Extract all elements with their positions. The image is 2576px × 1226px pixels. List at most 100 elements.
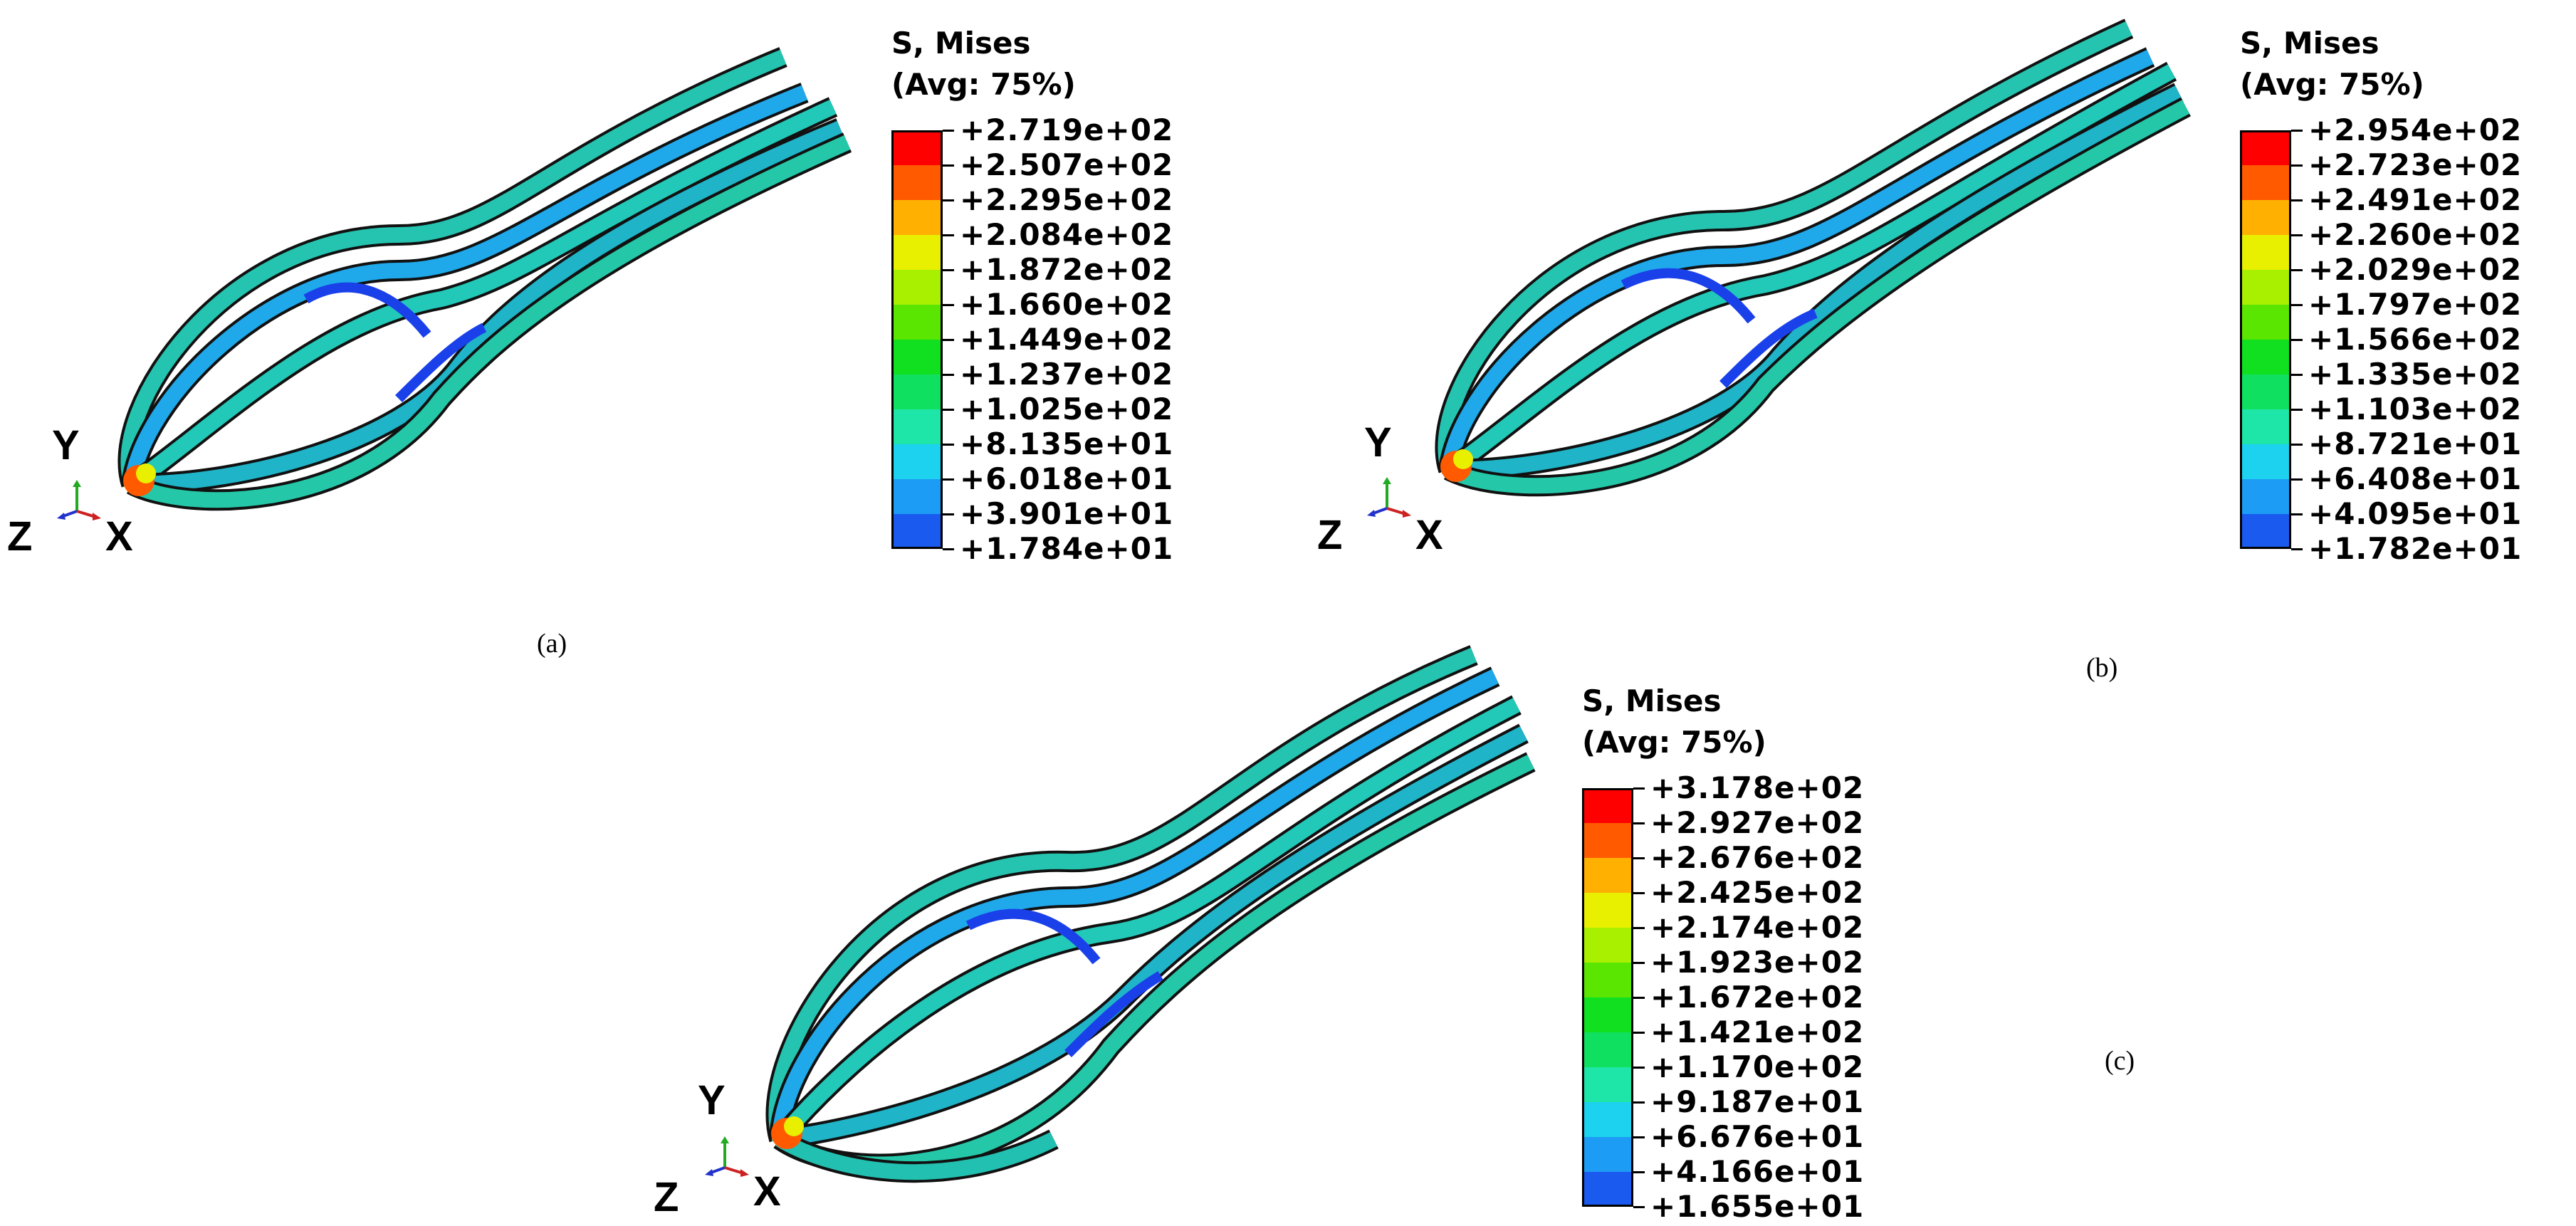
fem-model-a: [117, 47, 852, 511]
legend-tick: [2291, 164, 2303, 167]
legend-value-label: +1.923e+02: [1650, 944, 1865, 980]
fem-model-b: [1435, 19, 2192, 497]
triad-icon: [57, 480, 101, 520]
legend-subtitle: (Avg: 75%): [891, 67, 1076, 102]
axis-y-label: Y: [52, 422, 80, 468]
stress-legend-b: S, Mises (Avg: 75%) +2.954e+02+2.723e+02…: [2240, 23, 2576, 566]
legend-tick: [943, 199, 954, 201]
legend-value-label: +3.178e+02: [1650, 770, 1865, 805]
stress-legend-a: S, Mises (Avg: 75%) +2.719e+02+2.507e+02…: [891, 23, 1319, 566]
legend-value-label: +1.566e+02: [2308, 321, 2523, 357]
legend-value-label: +6.408e+01: [2308, 461, 2523, 496]
legend-tick: [2291, 547, 2303, 550]
legend-title: S, Mises: [2240, 26, 2379, 61]
model-strands-b: [1435, 19, 2192, 497]
legend-colorbar-frame: [2240, 130, 2291, 549]
legend-value-label: +1.784e+01: [960, 530, 1174, 566]
legend-tick: [2291, 443, 2303, 446]
legend-title: S, Mises: [1582, 683, 1722, 718]
legend-swatch: [891, 339, 943, 374]
legend-tick: [1633, 1031, 1645, 1034]
legend-tick: [1633, 1136, 1645, 1138]
legend-tick: [2291, 268, 2303, 271]
model-strands-a: [117, 47, 852, 511]
legend-value-label: +2.954e+02: [2308, 112, 2523, 147]
legend-tick: [2291, 234, 2303, 236]
model-strands-c: [765, 645, 1536, 1183]
legend-value-label: +6.676e+01: [1650, 1118, 1865, 1154]
legend-value-label: +4.095e+01: [2308, 496, 2523, 531]
fem-model-c: [765, 645, 1536, 1183]
legend-subtitle: (Avg: 75%): [1582, 725, 1766, 760]
legend-value-label: +6.018e+01: [960, 461, 1174, 496]
legend-tick: [943, 129, 954, 132]
legend-tick: [943, 338, 954, 341]
axis-x-label: X: [753, 1168, 781, 1215]
legend-tick: [943, 164, 954, 167]
legend-title: S, Mises: [891, 26, 1031, 61]
legend-swatch: [891, 130, 943, 165]
axis-x-label: X: [1415, 512, 1443, 558]
legend-tick: [1633, 996, 1645, 999]
legend-colorbar: +2.954e+02+2.723e+02+2.491e+02+2.260e+02…: [2240, 112, 2576, 566]
legend-value-label: +1.103e+02: [2308, 391, 2523, 426]
axis-y-label: Y: [1364, 419, 1392, 466]
triad-icon: [1367, 477, 1411, 518]
stress-legend-c: S, Mises (Avg: 75%) +3.178e+02+2.927e+02…: [1582, 681, 2009, 1224]
legend-value-label: +1.237e+02: [960, 356, 1174, 392]
legend-tick: [1633, 1170, 1645, 1173]
legend-tick: [943, 513, 954, 515]
legend-tick: [2291, 199, 2303, 201]
legend-tick: [2291, 338, 2303, 341]
legend-tick: [1633, 787, 1645, 790]
legend-tick: [2291, 478, 2303, 481]
legend-tick: [1633, 1066, 1645, 1069]
legend-value-label: +1.797e+02: [2308, 286, 2523, 322]
legend-tick: [943, 234, 954, 236]
legend-value-label: +2.723e+02: [2308, 147, 2523, 182]
legend-value-label: +2.084e+02: [960, 216, 1174, 252]
legend-value-label: +2.295e+02: [960, 182, 1174, 217]
legend-value-label: +1.421e+02: [1650, 1014, 1865, 1049]
legend-swatch: [891, 304, 943, 340]
caption-c: (c): [2105, 1046, 2135, 1076]
legend-tick: [943, 303, 954, 306]
legend-subtitle: (Avg: 75%): [2240, 67, 2424, 102]
legend-value-label: +2.029e+02: [2308, 251, 2523, 287]
legend-tick: [1633, 1205, 1645, 1208]
legend-tick: [943, 547, 954, 550]
axis-z-label: Z: [7, 513, 33, 560]
legend-value-label: +2.491e+02: [2308, 182, 2523, 217]
legend-swatch: [891, 269, 943, 305]
legend-tick: [943, 268, 954, 271]
legend-tick: [2291, 303, 2303, 306]
legend-value-label: +2.425e+02: [1650, 874, 1865, 910]
legend-tick: [943, 408, 954, 411]
legend-value-label: +2.927e+02: [1650, 805, 1865, 840]
legend-tick: [2291, 129, 2303, 132]
legend-value-label: +1.872e+02: [960, 251, 1174, 287]
legend-colorbar-frame: [1582, 787, 1633, 1207]
legend-value-label: +1.655e+01: [1650, 1188, 1865, 1224]
caption-a: (a): [537, 629, 567, 659]
triad-icon: [705, 1136, 749, 1177]
legend-value-label: +1.025e+02: [960, 391, 1174, 426]
legend-swatch: [1582, 927, 1633, 963]
legend-value-label: +1.449e+02: [960, 321, 1174, 357]
legend-tick: [1633, 1101, 1645, 1104]
legend-value-label: +2.174e+02: [1650, 909, 1865, 945]
legend-tick: [1633, 856, 1645, 859]
legend-tick: [1633, 891, 1645, 894]
legend-tick: [2291, 513, 2303, 515]
legend-tick: [2291, 408, 2303, 411]
axis-x-label: X: [105, 513, 133, 560]
legend-value-label: +1.170e+02: [1650, 1049, 1865, 1084]
axis-y-label: Y: [698, 1077, 726, 1123]
legend-value-label: +8.721e+01: [2308, 426, 2523, 461]
legend-tick: [1633, 822, 1645, 824]
legend-tick: [943, 443, 954, 446]
legend-tick: [943, 373, 954, 376]
legend-value-label: +1.782e+01: [2308, 530, 2523, 566]
legend-tick: [2291, 373, 2303, 376]
legend-value-label: +1.335e+02: [2308, 356, 2523, 392]
